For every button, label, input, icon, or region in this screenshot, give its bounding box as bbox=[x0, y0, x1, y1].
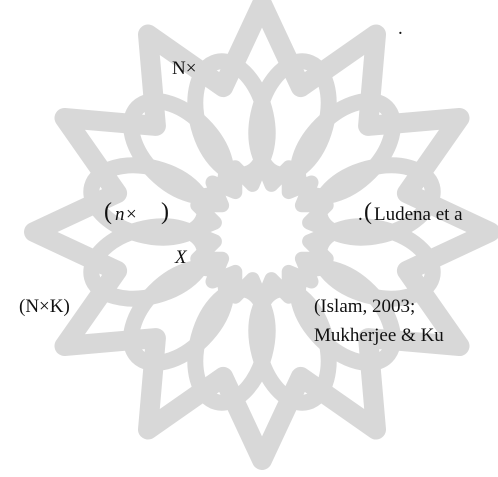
x-variable: X bbox=[175, 247, 187, 268]
n-times-label: N× bbox=[172, 58, 197, 79]
mukherjee-citation: Mukherjee & Ku bbox=[314, 325, 444, 346]
islam-citation: (Islam, 2003; bbox=[314, 296, 416, 317]
ludena-citation: Ludena et a bbox=[374, 204, 463, 225]
ludena-paren: ( bbox=[364, 199, 372, 225]
rosette-outer-star bbox=[24, 0, 498, 470]
paren-right: ) bbox=[161, 199, 169, 225]
times-sign: × bbox=[126, 204, 137, 225]
stray-dot: . bbox=[398, 18, 403, 39]
nxk-label: (N×K) bbox=[19, 296, 70, 317]
ludena-dot: . bbox=[358, 204, 363, 225]
paren-left: ( bbox=[104, 199, 112, 225]
rosette-inner-star bbox=[185, 155, 339, 309]
n-variable: n bbox=[115, 204, 125, 225]
